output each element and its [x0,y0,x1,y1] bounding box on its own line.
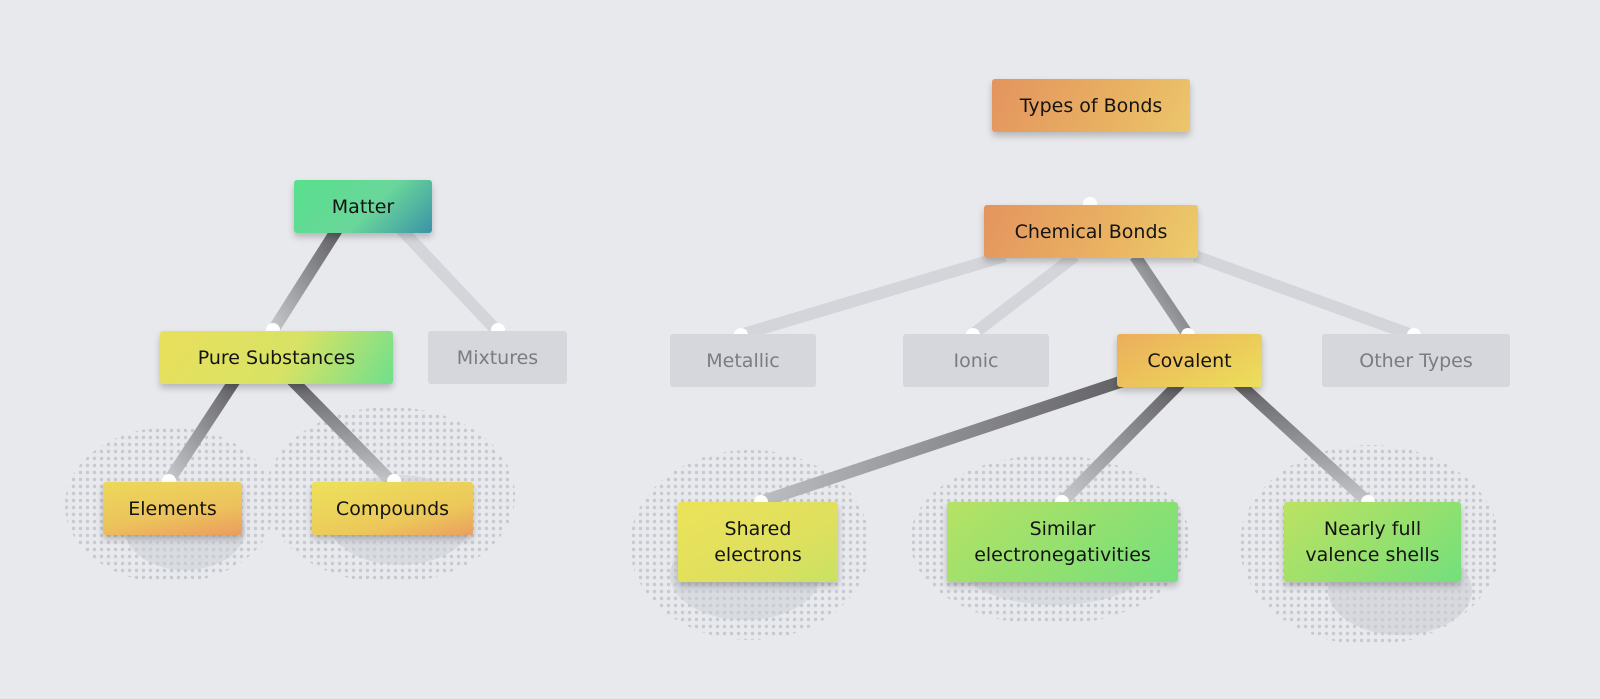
node-elements[interactable]: Elements [103,482,242,535]
connector-pure-elements [162,376,241,486]
node-mixtures-label: Mixtures [456,346,539,369]
node-similar-electronegativities[interactable]: Similar electronegativities [947,502,1178,582]
node-pure-substances[interactable]: Pure Substances [160,331,393,384]
node-ionic-label: Ionic [953,349,999,372]
node-matter[interactable]: Matter [294,180,432,233]
node-covalent[interactable]: Covalent [1117,334,1262,387]
node-matter-label: Matter [331,195,395,218]
node-shared-electrons-label: Shared electrons [714,518,802,566]
node-chemical-bonds[interactable]: Chemical Bonds [984,205,1198,258]
node-other-types-label: Other Types [1359,349,1473,372]
node-mixtures[interactable]: Mixtures [428,331,567,384]
node-compounds[interactable]: Compounds [312,482,473,535]
node-nearly-full-valence-shells[interactable]: Nearly full valence shells [1284,502,1461,582]
node-chemical-bonds-label: Chemical Bonds [1014,220,1168,243]
node-types-of-bonds-label: Types of Bonds [1019,94,1163,117]
node-pure-substances-label: Pure Substances [197,346,356,369]
node-compounds-label: Compounds [335,497,450,520]
connector-chemical-metallic [738,250,1007,341]
node-types-of-bonds[interactable]: Types of Bonds [992,79,1190,132]
connector-chemical-covalent [1130,252,1193,339]
connector-matter-pure [266,224,344,336]
connector-chemical-other [1192,250,1415,341]
node-covalent-label: Covalent [1147,349,1232,372]
node-other-types[interactable]: Other Types [1322,334,1510,387]
node-metallic-label: Metallic [706,349,780,372]
connectors [162,130,1415,508]
connector-pure-compounds [287,375,397,487]
connector-matter-mixtures [395,223,503,337]
node-metallic[interactable]: Metallic [670,334,816,387]
connector-covalent-shared [758,371,1137,508]
node-nearly-full-valence-shells-label: Nearly full valence shells [1305,518,1440,566]
node-shared-electrons[interactable]: Shared electrons [678,502,838,582]
connector-covalent-similar [1057,378,1185,507]
node-similar-electronegativities-label: Similar electronegativities [974,518,1151,566]
connector-chemical-ionic [968,251,1079,340]
node-ionic[interactable]: Ionic [903,334,1049,387]
node-elements-label: Elements [128,497,217,520]
connector-covalent-nearly [1233,378,1373,507]
